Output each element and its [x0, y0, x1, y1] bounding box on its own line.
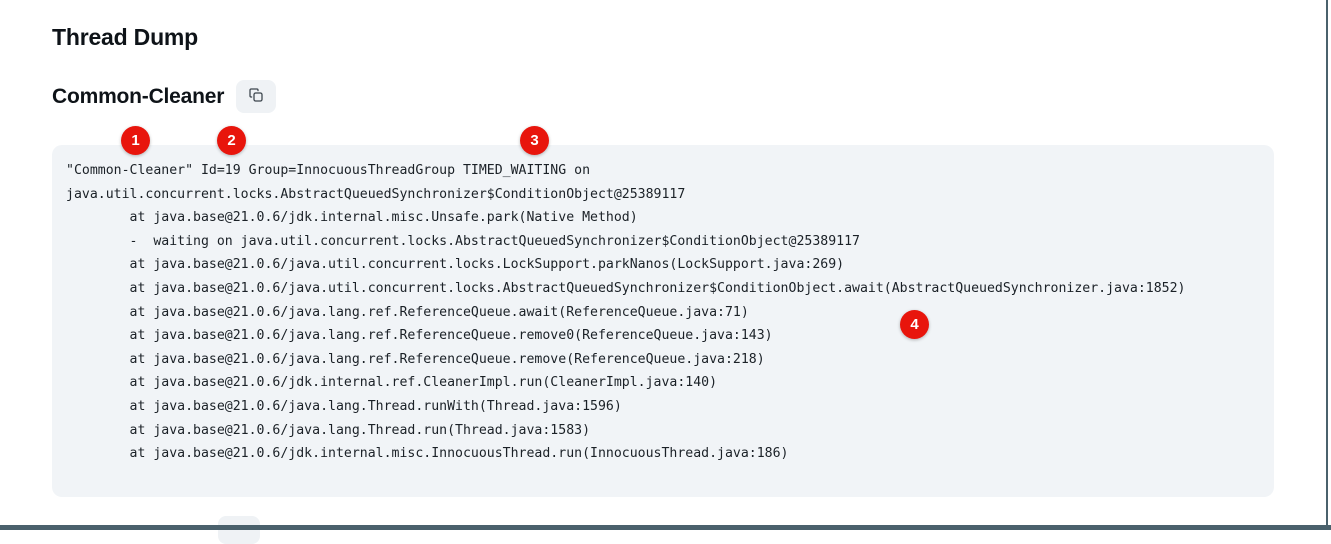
page-title: Thread Dump	[52, 24, 199, 50]
callout-badge-3: 3	[520, 126, 549, 155]
thread-dump-text: "Common-Cleaner" Id=19 Group=InnocuousTh…	[66, 163, 1186, 462]
viewport-bottom-edge	[0, 525, 1331, 530]
copy-thread-dump-button[interactable]	[236, 80, 277, 113]
next-section-copy-button-partial[interactable]	[218, 516, 260, 544]
callout-badge-4: 4	[900, 310, 929, 339]
thread-dump-code-block[interactable]: "Common-Cleaner" Id=19 Group=InnocuousTh…	[52, 145, 1274, 497]
thread-dump-page: Thread Dump Common-Cleaner "Common-Clean…	[52, 24, 1274, 544]
callout-badge-1: 1	[121, 126, 150, 155]
thread-name-heading: Common-Cleaner	[52, 84, 225, 108]
callout-badge-2: 2	[217, 126, 246, 155]
viewport-right-edge	[1326, 0, 1328, 530]
thread-section-header: Common-Cleaner	[52, 80, 277, 113]
copy-icon	[248, 87, 264, 106]
